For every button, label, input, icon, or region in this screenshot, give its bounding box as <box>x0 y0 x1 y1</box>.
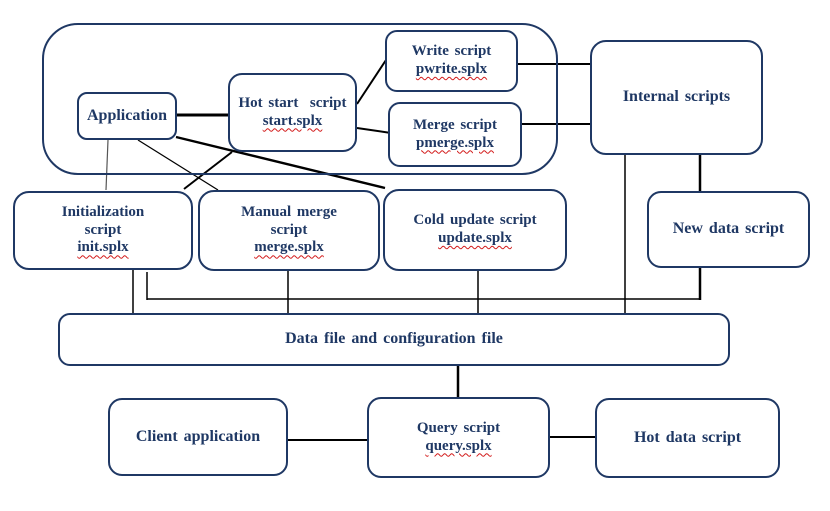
box-internal-scripts-label: Internal scripts <box>622 88 731 106</box>
box-cold-update-script-title: Cold update script <box>413 212 537 229</box>
box-client-application: Client application <box>108 398 288 476</box>
box-initialization-script-filename: init.splx <box>77 239 129 256</box>
box-initialization-script: Initialization script init.splx <box>13 191 193 270</box>
box-data-file: Data file and configuration file <box>58 313 730 366</box>
box-cold-update-script-filename: update.splx <box>438 230 512 246</box>
box-initialization-script-title-2: script <box>84 221 122 238</box>
box-new-data-script-label: New data script <box>672 220 785 238</box>
box-manual-merge-script-filename: merge.splx <box>254 239 324 256</box>
box-query-script: Query script query.splx <box>367 397 550 478</box>
box-hot-start-script: Hot start script start.splx <box>228 73 357 152</box>
box-manual-merge-script-title-2: script <box>270 221 308 238</box>
box-write-script-filename: pwrite.splx <box>415 61 488 77</box>
box-hot-start-script-filename: start.splx <box>262 112 323 129</box>
box-merge-script-title: Merge script <box>412 116 498 133</box>
box-manual-merge-script: Manual merge script merge.splx <box>198 190 380 271</box>
box-merge-script-filename: pmerge.splx <box>416 134 494 151</box>
internal-scripts-group-outline <box>42 23 558 175</box>
box-hot-data-script: Hot data script <box>595 398 780 478</box>
box-cold-update-script: Cold update script update.splx <box>383 189 567 271</box>
box-application-label: Application <box>86 106 167 124</box>
box-internal-scripts: Internal scripts <box>590 40 763 155</box>
box-merge-script: Merge script pmerge.splx <box>388 102 522 167</box>
box-write-script: Write script pwrite.splx <box>385 30 518 92</box>
box-application: Application <box>77 92 177 140</box>
box-manual-merge-script-title-1: Manual merge <box>241 203 337 220</box>
box-write-script-title: Write script <box>411 43 492 60</box>
box-query-script-title: Query script <box>416 419 501 436</box>
box-query-script-filename: query.splx <box>425 437 492 454</box>
box-data-file-label: Data file and configuration file <box>285 330 503 348</box>
box-client-application-label: Client application <box>135 427 261 445</box>
box-new-data-script: New data script <box>647 191 810 268</box>
box-hot-data-script-label: Hot data script <box>633 428 742 446</box>
box-initialization-script-title-1: Initialization <box>61 203 145 220</box>
box-hot-start-script-title: Hot start script <box>238 94 347 111</box>
